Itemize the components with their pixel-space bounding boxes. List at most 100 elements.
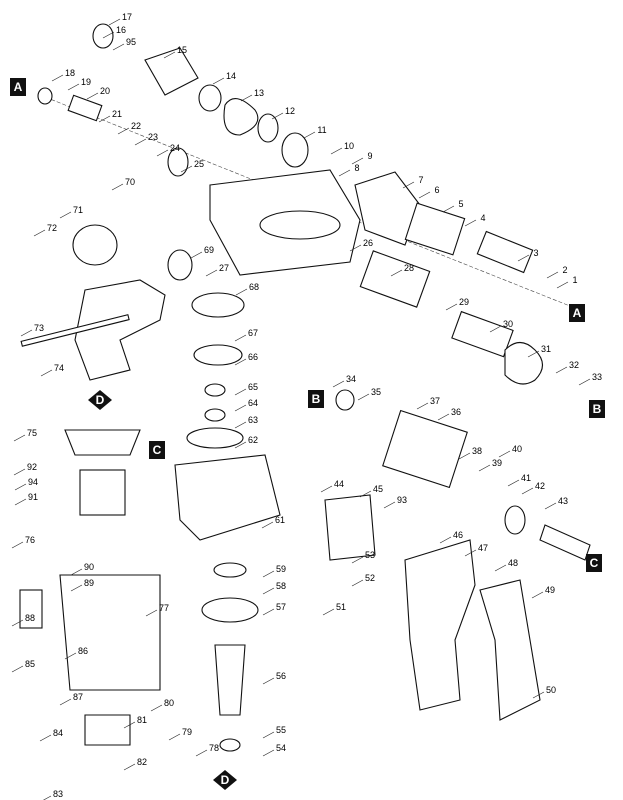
leader-line <box>521 487 534 495</box>
part-number-label: 7 <box>418 175 423 185</box>
marker-letter: D <box>221 773 230 787</box>
part-number-label: 25 <box>194 159 204 169</box>
leader-line <box>507 479 520 487</box>
leader-line <box>262 608 275 616</box>
parts-drawing <box>19 23 591 752</box>
part-number-label: 81 <box>137 715 147 725</box>
part-number-label: 56 <box>276 671 286 681</box>
part-barrel-28 <box>359 250 431 308</box>
part-bearing-54 <box>219 738 241 752</box>
part-number-label: 10 <box>344 141 354 151</box>
part-number-label: 64 <box>248 398 258 408</box>
part-bearing-63 <box>204 408 226 422</box>
part-number-label: 58 <box>276 581 286 591</box>
leader-line <box>517 254 530 262</box>
part-number-label: 80 <box>164 698 174 708</box>
leader-line <box>351 556 364 564</box>
leader-line <box>59 211 72 219</box>
leader-line <box>351 157 364 165</box>
leader-line <box>14 483 27 491</box>
leader-line <box>234 441 247 449</box>
leader-line <box>478 464 491 472</box>
leader-line <box>383 501 396 509</box>
reference-marker: B <box>308 390 324 408</box>
marker-letter: B <box>593 402 602 416</box>
leader-line <box>320 485 333 493</box>
part-number-label: 21 <box>112 109 122 119</box>
part-number-label: 63 <box>248 415 258 425</box>
reference-marker: A <box>10 78 26 96</box>
part-number-labels: 1234567891011121314151617181920212223242… <box>25 12 602 799</box>
part-number-label: 67 <box>248 328 258 338</box>
leader-line <box>416 402 429 410</box>
part-number-label: 68 <box>249 282 259 292</box>
leader-line <box>464 549 477 557</box>
leader-line <box>442 205 455 213</box>
part-cover-opening <box>259 210 341 240</box>
part-number-label: 89 <box>84 578 94 588</box>
part-gear-housing <box>174 454 281 541</box>
part-ring-14 <box>198 84 222 112</box>
part-number-label: 3 <box>533 248 538 258</box>
part-crank-housing <box>382 409 468 489</box>
part-number-label: 38 <box>472 446 482 456</box>
part-number-label: 18 <box>65 68 75 78</box>
part-number-label: 26 <box>363 238 373 248</box>
marker-shape <box>213 770 237 790</box>
part-number-label: 11 <box>317 125 326 135</box>
part-number-label: 15 <box>177 45 187 55</box>
leader-line <box>145 609 158 617</box>
part-number-label: 49 <box>545 585 555 595</box>
leader-line <box>531 591 544 599</box>
leader-line <box>98 115 111 123</box>
marker-shape <box>308 390 324 408</box>
part-number-label: 2 <box>562 265 567 275</box>
leader-line <box>240 94 253 102</box>
leader-line <box>322 608 335 616</box>
part-number-label: 77 <box>159 603 169 613</box>
leader-line <box>437 413 450 421</box>
leader-line <box>39 734 52 742</box>
part-number-label: 22 <box>131 121 141 131</box>
leader-line <box>168 733 181 741</box>
part-number-label: 13 <box>254 88 264 98</box>
part-gear-41 <box>504 505 526 535</box>
leader-line <box>439 536 452 544</box>
leader-line <box>532 691 545 699</box>
leader-line <box>546 271 559 279</box>
leader-line <box>555 366 568 374</box>
part-number-label: 92 <box>27 462 37 472</box>
leader-line <box>234 334 247 342</box>
part-number-label: 35 <box>371 387 381 397</box>
reference-marker: D <box>213 770 237 790</box>
part-number-label: 71 <box>73 205 83 215</box>
leader-line <box>11 665 24 673</box>
leader-line <box>111 183 124 191</box>
leader-line <box>498 450 511 458</box>
part-ring-11 <box>281 132 309 168</box>
leader-line <box>489 325 502 333</box>
part-number-label: 48 <box>508 558 518 568</box>
part-number-label: 1 <box>572 275 577 285</box>
part-number-label: 94 <box>28 477 38 487</box>
part-number-label: 75 <box>27 428 37 438</box>
part-number-label: 30 <box>503 319 513 329</box>
marker-shape <box>589 400 605 418</box>
part-number-label: 41 <box>521 473 531 483</box>
part-number-label: 5 <box>458 199 463 209</box>
leader-line <box>527 350 540 358</box>
part-field-91 <box>79 469 126 516</box>
part-number-label: 39 <box>492 458 502 468</box>
part-ring-12 <box>257 113 279 143</box>
leader-line <box>20 329 33 337</box>
marker-letter: B <box>312 392 321 406</box>
part-number-label: 50 <box>546 685 556 695</box>
leader-line <box>212 77 225 85</box>
reference-marker: C <box>149 441 165 459</box>
part-number-label: 47 <box>478 543 488 553</box>
part-armature <box>214 644 246 716</box>
leader-line <box>556 281 569 289</box>
part-bolt-73 <box>20 314 130 347</box>
leader-line <box>351 579 364 587</box>
